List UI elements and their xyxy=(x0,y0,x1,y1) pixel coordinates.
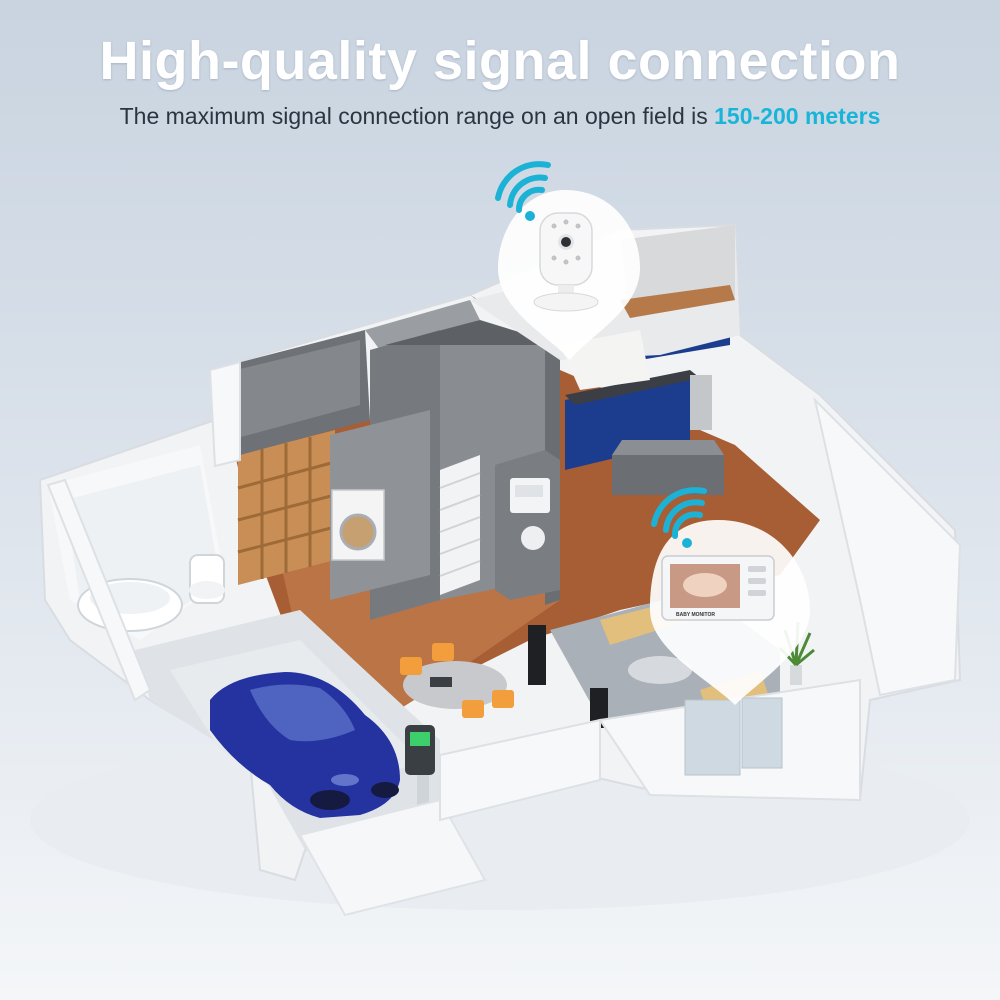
kitchen-island xyxy=(612,455,724,495)
range-highlight: 150-200 meters xyxy=(714,103,881,129)
washing-machine xyxy=(331,489,385,561)
page-title: High-quality signal connection xyxy=(99,31,901,91)
subtitle-text: The maximum signal connection range on a… xyxy=(119,103,715,129)
refrigerator xyxy=(495,450,560,600)
wifi-signal-icon xyxy=(495,161,551,221)
wooden-shelves xyxy=(237,430,336,585)
dining-chairs xyxy=(400,643,514,718)
front-walls xyxy=(46,360,962,822)
car xyxy=(210,672,400,818)
monitor-label: BABY MONITOR xyxy=(676,612,715,618)
baby-monitor-icon: BABY MONITOR xyxy=(661,555,775,621)
wifi-signal-icon xyxy=(651,487,707,548)
baby-camera-icon xyxy=(533,212,599,312)
garage-ramp xyxy=(298,798,487,917)
monitor-location-pin: BABY MONITOR xyxy=(650,520,810,705)
garage xyxy=(135,610,440,850)
camera-location-pin xyxy=(498,190,640,360)
page-subtitle: The maximum signal connection range on a… xyxy=(0,103,1000,130)
dining-table xyxy=(403,661,507,709)
staircase xyxy=(439,455,481,595)
glass-door xyxy=(684,697,783,776)
